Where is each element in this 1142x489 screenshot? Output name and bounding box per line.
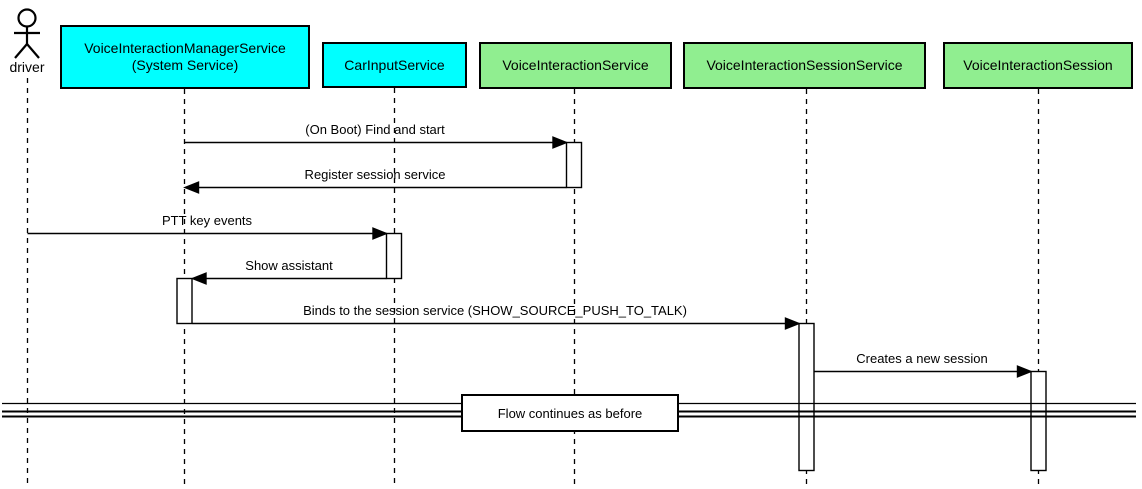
participant-voiceinteractionsessionservice: VoiceInteractionSessionService bbox=[683, 42, 926, 89]
arrow-register-session-service bbox=[183, 181, 567, 194]
arrowhead-right-icon bbox=[552, 136, 569, 149]
participant-label: VoiceInteractionSessionService bbox=[706, 57, 903, 73]
participant-carinputservice: CarInputService bbox=[322, 42, 467, 88]
participant-voiceinteractionsession: VoiceInteractionSession bbox=[943, 42, 1133, 89]
participant-label-line2: (System Service) bbox=[131, 57, 239, 73]
arrowhead-right-icon bbox=[784, 317, 801, 330]
activation-voiceinteractionsession bbox=[1030, 370, 1047, 472]
arrowhead-left-icon bbox=[190, 272, 207, 285]
actor-label: driver bbox=[9, 59, 45, 75]
arrowhead-left-icon bbox=[183, 181, 200, 194]
activation-voiceinteractionservice bbox=[565, 141, 583, 189]
arrow-show-assistant bbox=[190, 272, 387, 285]
participant-voiceinteractionmanagerservice: VoiceInteractionManagerService (System S… bbox=[60, 25, 310, 89]
message-label-ptt-key-events: PTT key events bbox=[161, 213, 253, 228]
activations bbox=[176, 141, 1047, 472]
activation-carinputservice bbox=[385, 232, 403, 280]
participant-label-line1: VoiceInteractionManagerService bbox=[84, 40, 286, 56]
divider-label: Flow continues as before bbox=[497, 405, 643, 421]
actor-icon bbox=[14, 8, 40, 59]
message-label-show-assistant: Show assistant bbox=[245, 258, 333, 273]
arrow-ptt-key-events bbox=[27, 227, 389, 240]
arrow-creates-a-new-session bbox=[814, 365, 1033, 378]
activation-voiceinteractionmanagerservice bbox=[176, 277, 193, 325]
activation-voiceinteractionsessionservice bbox=[798, 322, 815, 472]
arrow-on-boot-find-and-start bbox=[184, 136, 569, 149]
arrowhead-right-icon bbox=[1016, 365, 1033, 378]
participant-label: VoiceInteractionSession bbox=[963, 57, 1113, 73]
divider-label-box: Flow continues as before bbox=[461, 394, 679, 432]
message-label-creates-a-new-session: Creates a new session bbox=[856, 351, 988, 366]
message-label-on-boot-find-and-start: (On Boot) Find and start bbox=[305, 122, 445, 137]
arrowhead-right-icon bbox=[372, 227, 389, 240]
message-arrows bbox=[27, 136, 1033, 378]
participant-label: VoiceInteractionService bbox=[502, 57, 649, 73]
participant-voiceinteractionservice: VoiceInteractionService bbox=[479, 42, 672, 89]
participant-label: CarInputService bbox=[344, 56, 445, 73]
message-label-binds-to-session-service: Binds to the session service (SHOW_SOURC… bbox=[303, 303, 687, 318]
arrow-binds-to-session-service bbox=[192, 317, 801, 330]
message-label-register-session-service: Register session service bbox=[304, 167, 446, 182]
